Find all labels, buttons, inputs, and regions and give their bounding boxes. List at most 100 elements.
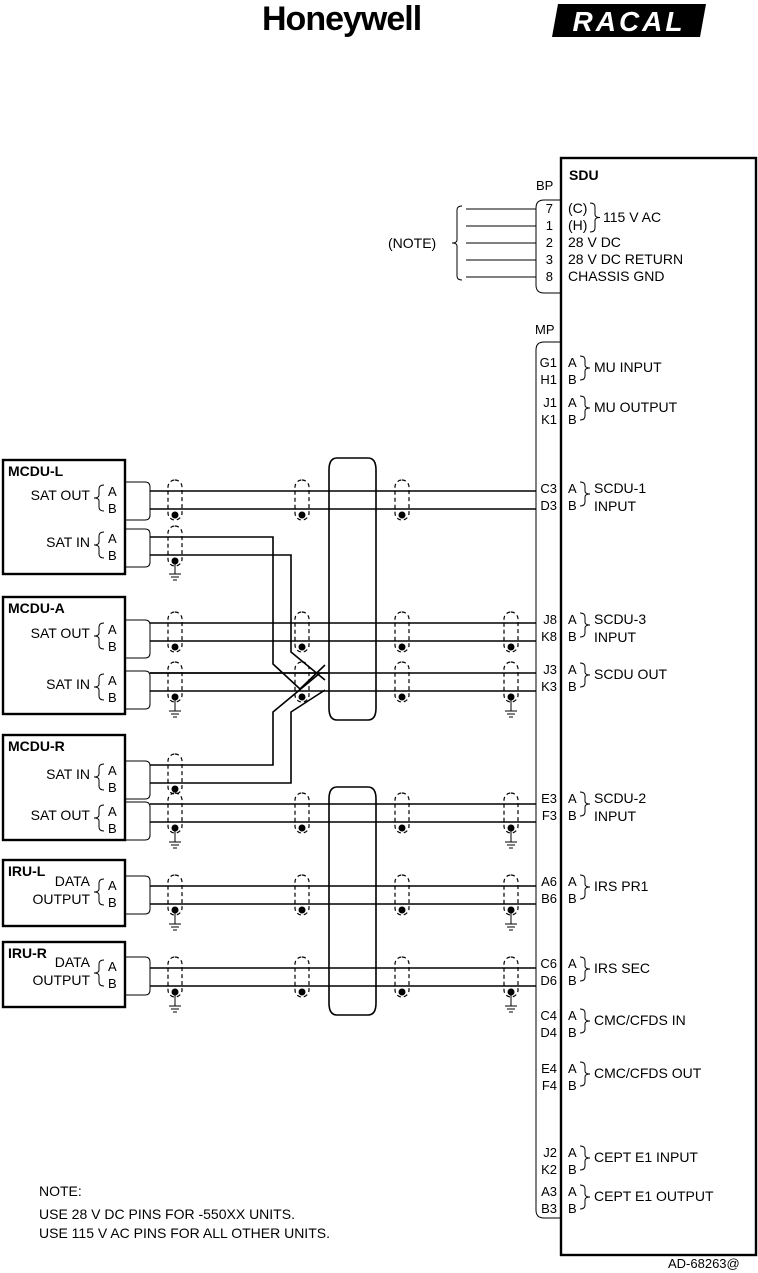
mp-brace [579, 1145, 591, 1171]
unit-name: MCDU-L [8, 463, 64, 479]
wire-iru-r [150, 956, 536, 998]
mp-pin: F3 [542, 808, 557, 823]
port-label: OUTPUT [32, 972, 90, 988]
honeywell-logo: Honeywell [262, 0, 421, 38]
mp-pin: D3 [540, 498, 557, 513]
mp-signal-label: INPUT [594, 808, 636, 824]
mp-signal-label: CEPT E1 OUTPUT [594, 1188, 714, 1204]
note-brace [451, 205, 463, 281]
mp-pin: D4 [540, 1025, 557, 1040]
unit-name: IRU-L [8, 863, 46, 879]
port-ab: A [108, 959, 117, 974]
port-brace [93, 878, 105, 906]
mp-pin: J3 [543, 662, 557, 677]
bp-pin-number: 3 [546, 252, 553, 267]
port-label: OUTPUT [32, 891, 90, 907]
mp-signal-label: SCDU-3 [594, 611, 646, 627]
wire-mcdu-a-sat-out [150, 611, 536, 653]
port-ab: B [108, 780, 117, 795]
bp-pin-signal: (C) [568, 200, 587, 216]
port-ab: B [108, 976, 117, 991]
mp-ab: A [568, 874, 577, 889]
port-brace [93, 531, 105, 559]
port-label: SAT OUT [31, 625, 91, 641]
mp-ab: B [568, 498, 577, 513]
port-label: SAT IN [46, 676, 90, 692]
mp-pin: K2 [541, 1162, 557, 1177]
port-brace [93, 763, 105, 791]
port-brace [93, 804, 105, 832]
mp-pin: J2 [543, 1145, 557, 1160]
power-pin-7: 7(C) [466, 200, 587, 216]
mp-pin: A3 [541, 1184, 557, 1199]
mp-pin: J1 [543, 395, 557, 410]
mp-connector-body [535, 341, 561, 1219]
ac-brace [589, 202, 601, 233]
wire-iru-l [150, 874, 536, 916]
mp-pin: F4 [542, 1078, 557, 1093]
mp-connector-label: MP [535, 322, 555, 337]
mp-ab: B [568, 1162, 577, 1177]
mp-ab: A [568, 1061, 577, 1076]
note-line-1: USE 28 V DC PINS FOR -550XX UNITS. [39, 1206, 295, 1222]
mp-pin: J8 [543, 612, 557, 627]
mp-pin: H1 [540, 372, 557, 387]
mp-signal-label: CEPT E1 INPUT [594, 1149, 698, 1165]
port-ab: B [108, 895, 117, 910]
port-brace [93, 484, 105, 512]
mp-ab: B [568, 891, 577, 906]
mp-ab: B [568, 372, 577, 387]
mp-brace [579, 662, 591, 688]
port-label: SAT OUT [31, 487, 91, 503]
mp-brace [579, 1061, 591, 1087]
svg-text:RACAL: RACAL [573, 6, 686, 37]
sdu-box [559, 156, 758, 1257]
mp-signal-label: CMC/CFDS OUT [594, 1065, 702, 1081]
port-label: SAT IN [46, 766, 90, 782]
mp-pin: E3 [541, 791, 557, 806]
bp-connector-label: BP [536, 178, 553, 193]
mp-pin: E4 [541, 1061, 557, 1076]
port-ab: B [108, 501, 117, 516]
mp-signal-label: INPUT [594, 629, 636, 645]
mp-ab: A [568, 662, 577, 677]
mp-pin: K3 [541, 679, 557, 694]
port-ab: A [108, 673, 117, 688]
ac-label: 115 V AC [603, 209, 661, 225]
sdu-title: SDU [569, 167, 599, 183]
unit-name: MCDU-R [8, 738, 65, 754]
mp-ab: B [568, 1025, 577, 1040]
mp-ab: B [568, 679, 577, 694]
mp-brace [579, 956, 591, 982]
port-ab: B [108, 821, 117, 836]
unit-name: MCDU-A [8, 600, 65, 616]
mp-brace [579, 395, 591, 421]
mp-ab: A [568, 481, 577, 496]
port-ab: A [108, 484, 117, 499]
mp-brace [579, 874, 591, 900]
port-label: SAT IN [46, 534, 90, 550]
mp-ab: A [568, 956, 577, 971]
sat-in-crossover [150, 536, 329, 784]
port-label: DATA [55, 873, 91, 889]
mp-pin: C6 [540, 956, 557, 971]
bp-pin-signal: 28 V DC [568, 234, 621, 250]
mp-brace [579, 355, 591, 381]
mp-pin: B3 [541, 1201, 557, 1216]
bp-pin-signal: (H) [568, 217, 587, 233]
cable-bundle-lower [328, 786, 377, 1016]
